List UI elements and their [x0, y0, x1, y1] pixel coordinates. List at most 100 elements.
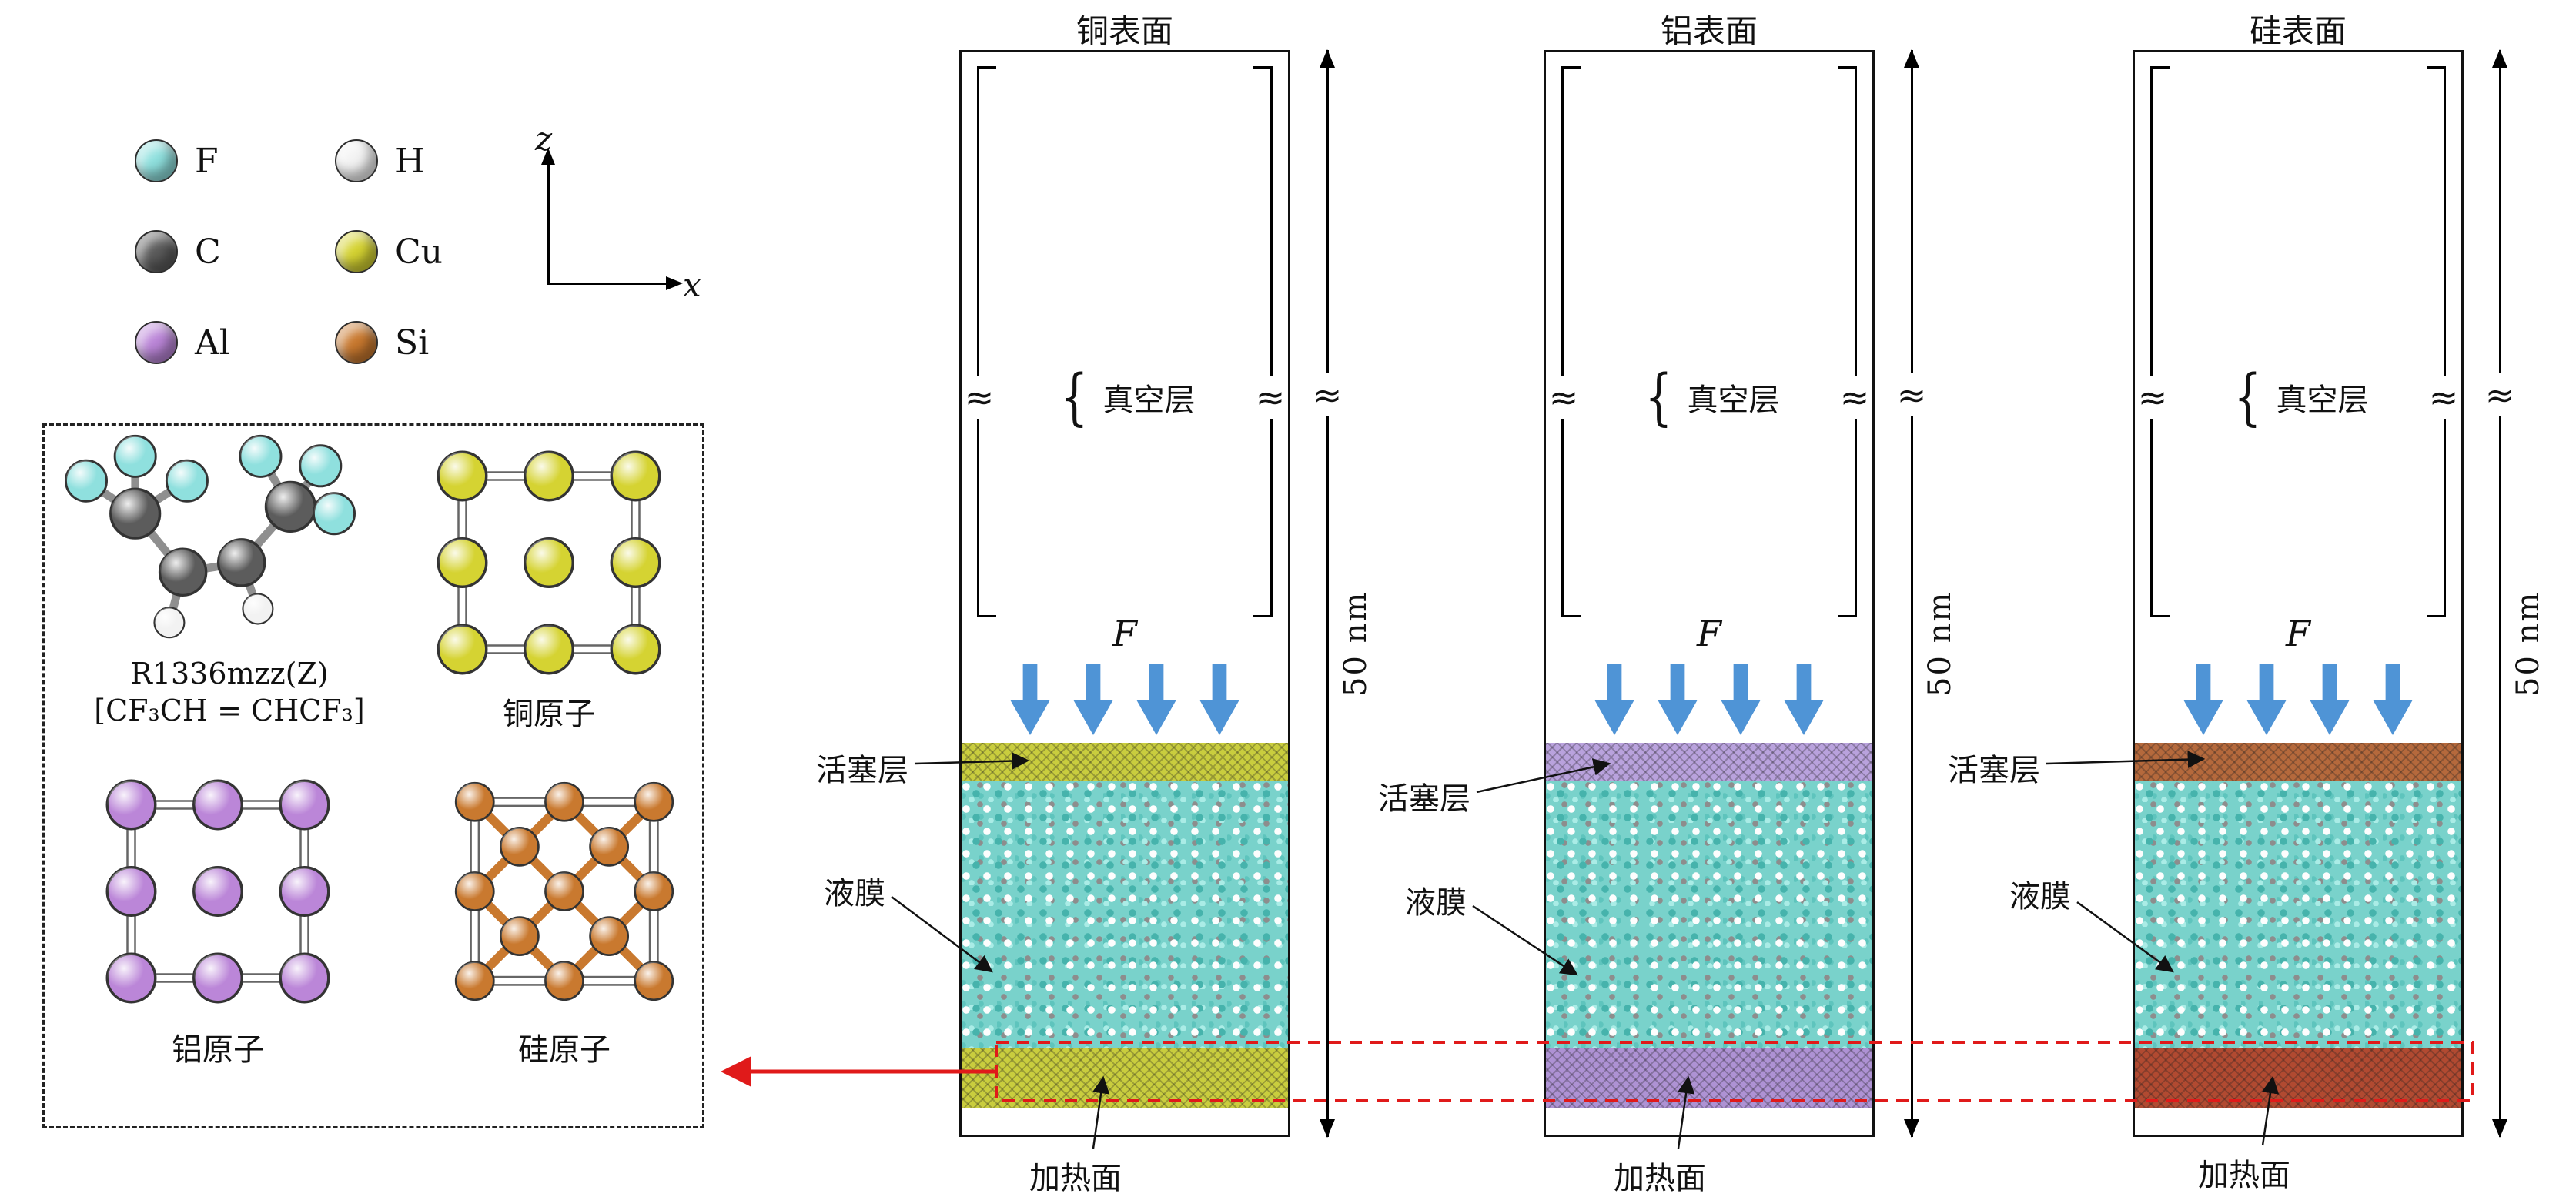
break-symbol: ≈	[1837, 376, 1872, 419]
vacuum-bracket-left	[2150, 66, 2171, 617]
piston-layer-copper	[962, 743, 1288, 781]
vacuum-layer-label-row: { 真空层	[1546, 366, 1872, 428]
heater-layer-copper	[962, 1048, 1288, 1108]
liquid-film-aluminum	[1546, 781, 1872, 1048]
brace-glyph: {	[2233, 361, 2261, 433]
copper-lattice-diagram	[433, 447, 664, 678]
heater-surface-label-silicon: 加热面	[2198, 1158, 2290, 1193]
simulation-box-silicon: ≈ ≈ { 真空层 F	[2133, 50, 2464, 1137]
down-arrow-icon	[2246, 664, 2287, 735]
down-arrow-icon	[1658, 664, 1698, 735]
atom-legend: F H C Cu Al Si	[135, 115, 535, 388]
force-arrows	[1546, 664, 1872, 735]
liquid-film-copper	[962, 781, 1288, 1048]
atom-swatch-copper	[335, 230, 378, 273]
heater-surface-label-copper: 加热面	[1029, 1161, 1122, 1196]
dimension-label: 50 nm	[1338, 590, 1373, 697]
silicon-lattice-diagram	[445, 772, 684, 1011]
vacuum-bracket-right	[1836, 66, 1857, 617]
force-label: F	[1112, 613, 1137, 654]
atom-swatch-silicon	[335, 321, 378, 364]
break-symbol: ≈	[2426, 376, 2461, 419]
axis-z-line	[547, 162, 550, 285]
aluminum-lattice-label: 铝原子	[172, 1032, 264, 1068]
liquid-film-silicon	[2135, 781, 2461, 1048]
atom-symbol-fluorine: F	[195, 141, 219, 181]
legend-item-fluorine: F	[135, 115, 335, 206]
molecule-r1336mzz-diagram	[65, 434, 356, 639]
force-arrows	[2135, 664, 2461, 735]
dimension-arrow-up	[1320, 49, 1335, 68]
heater-layer-aluminum	[1546, 1048, 1872, 1108]
coordinate-axes: z x	[535, 120, 704, 304]
carbon-atoms	[109, 480, 316, 597]
dimension-label: 50 nm	[2511, 590, 2546, 697]
piston-layer-silicon	[2135, 743, 2461, 781]
vacuum-bracket-right	[1252, 66, 1273, 617]
piston-layer-label-aluminum: 活塞层	[1378, 781, 1470, 817]
legend-item-aluminum: Al	[135, 297, 335, 388]
axis-z-arrowhead	[541, 148, 555, 165]
piston-layer-aluminum	[1546, 743, 1872, 781]
brace-glyph: {	[1644, 361, 1672, 433]
atom-swatch-carbon	[135, 230, 178, 273]
atom-swatch-hydrogen	[335, 139, 378, 182]
break-symbol: ≈	[1253, 376, 1288, 419]
down-arrow-icon	[2373, 664, 2413, 735]
legend-item-carbon: C	[135, 206, 335, 297]
vacuum-bracket-left	[1561, 66, 1582, 617]
down-arrow-icon	[1721, 664, 1761, 735]
dimension-line	[2498, 50, 2501, 1137]
vacuum-layer-label: 真空层	[1102, 383, 1196, 418]
atom-symbol-copper: Cu	[395, 232, 443, 272]
dimension-arrow-down	[2492, 1119, 2507, 1138]
liquid-film-label-copper: 液膜	[824, 876, 885, 911]
down-arrow-icon	[2310, 664, 2350, 735]
down-arrow-icon	[2183, 664, 2223, 735]
break-symbol: ≈	[1309, 373, 1346, 416]
atom-swatch-fluorine	[135, 139, 178, 182]
dimension-arrow-down	[1904, 1119, 1919, 1138]
down-arrow-icon	[1594, 664, 1634, 735]
break-symbol: ≈	[2135, 376, 2170, 419]
heater-surface-label-aluminum: 加热面	[1614, 1161, 1706, 1196]
dimension-arrow-down	[1320, 1119, 1335, 1138]
vacuum-layer-label: 真空层	[1687, 383, 1780, 418]
heater-layer-silicon	[2135, 1048, 2461, 1108]
silicon-lattice-label: 硅原子	[518, 1032, 611, 1068]
down-arrow-icon	[1136, 664, 1176, 735]
liquid-film-label-aluminum: 液膜	[1405, 885, 1467, 921]
inset-box: R1336mzz(Z) [CF₃CH = CHCF₃] 铜原子 铝原子 硅原子	[42, 423, 704, 1128]
column-title-aluminum: 铝表面	[1660, 12, 1758, 50]
column-title-silicon: 硅表面	[2249, 12, 2347, 50]
atom-symbol-silicon: Si	[395, 323, 430, 363]
simulation-box-copper: ≈ ≈ { 真空层 F	[959, 50, 1290, 1137]
break-symbol: ≈	[1546, 376, 1581, 419]
vacuum-bracket-left	[977, 66, 998, 617]
dimension-line	[1326, 50, 1329, 1137]
simulation-column-silicon: 硅表面 ≈ ≈ { 真空层 F	[2133, 12, 2464, 1137]
break-symbol: ≈	[1893, 373, 1930, 416]
legend-item-silicon: Si	[335, 297, 535, 388]
aluminum-lattice-diagram	[102, 776, 333, 1007]
legend-item-copper: Cu	[335, 206, 535, 297]
down-arrow-icon	[1199, 664, 1239, 735]
simulation-column-aluminum: 铝表面 ≈ ≈ { 真空层 F	[1544, 12, 1875, 1137]
molecule-formula: [CF₃CH = CHCF₃]	[94, 694, 365, 727]
axis-x-label: x	[683, 266, 701, 304]
force-label: F	[2286, 613, 2310, 654]
simulation-column-copper: 铜表面 ≈ ≈ { 真空层 F	[959, 12, 1290, 1137]
dimension-arrow-up	[1904, 49, 1919, 68]
legend-item-hydrogen: H	[335, 115, 535, 206]
column-title-copper: 铜表面	[1076, 12, 1173, 50]
dimension-arrow-up	[2492, 49, 2507, 68]
atom-swatch-aluminum	[135, 321, 178, 364]
vacuum-layer-label-row: { 真空层	[2135, 366, 2461, 428]
vacuum-layer-label-row: { 真空层	[962, 366, 1288, 428]
atom-symbol-hydrogen: H	[395, 141, 425, 181]
dimension-label: 50 nm	[1922, 590, 1958, 697]
simulation-box-aluminum: ≈ ≈ { 真空层 F	[1544, 50, 1875, 1137]
force-arrows	[962, 664, 1288, 735]
down-arrow-icon	[1010, 664, 1050, 735]
